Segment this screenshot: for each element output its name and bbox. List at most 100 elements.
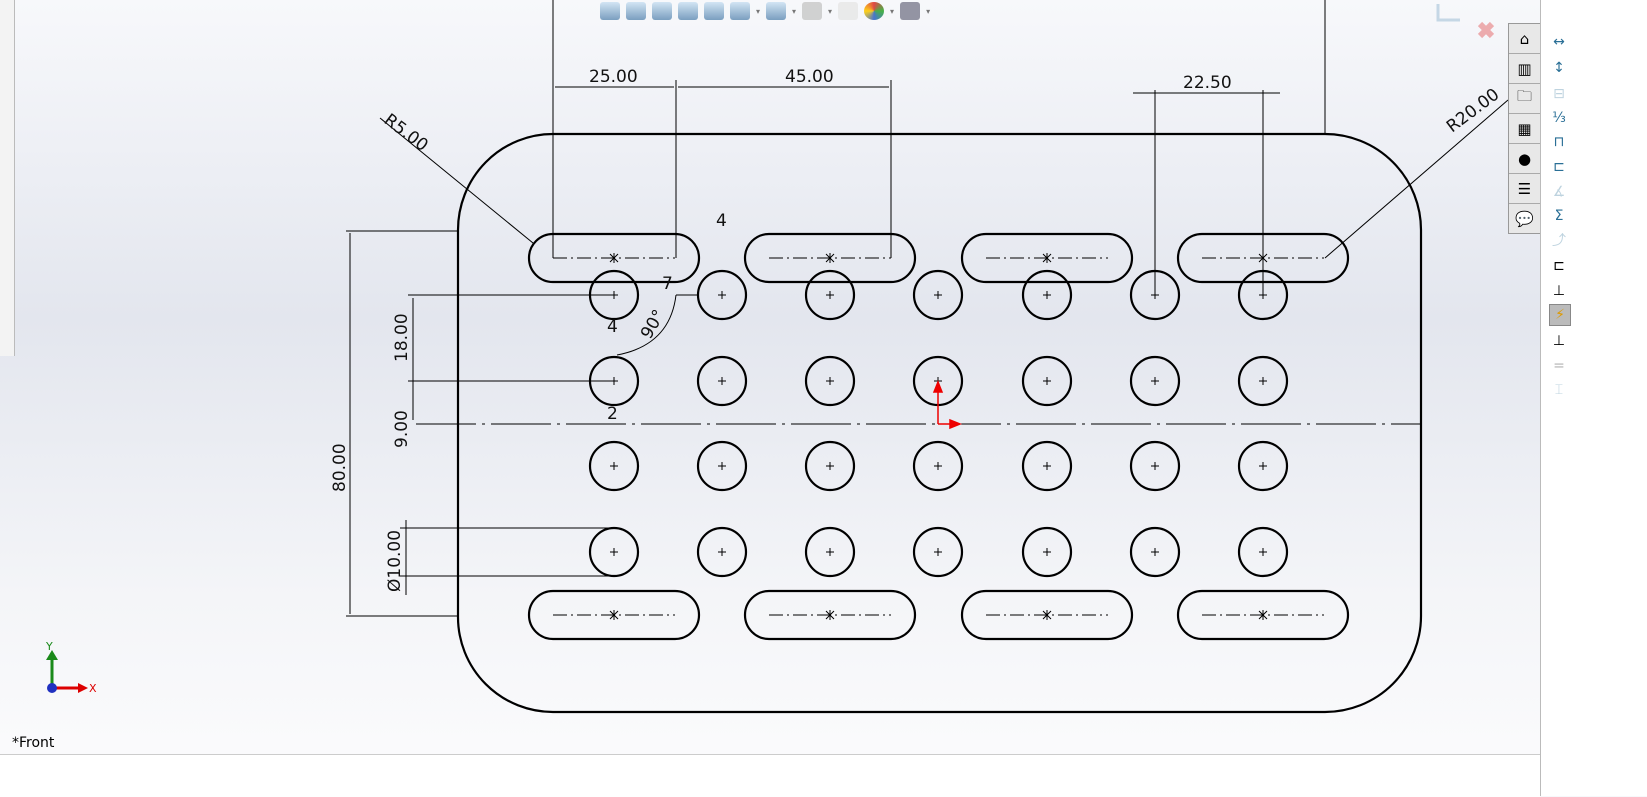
custom-properties-icon[interactable]: ☰ xyxy=(1509,174,1540,204)
dim-22-5[interactable]: 22.50 xyxy=(1183,73,1232,93)
hole-center-mark[interactable] xyxy=(718,377,726,385)
section-view-icon[interactable] xyxy=(678,2,698,20)
hole-circle[interactable] xyxy=(696,355,748,407)
hole-circle[interactable] xyxy=(804,355,856,407)
outer-rounded-rect[interactable] xyxy=(456,132,1423,714)
hole-circle[interactable] xyxy=(696,440,748,492)
slot[interactable] xyxy=(527,232,701,284)
slot-center-mark[interactable] xyxy=(609,610,619,620)
hole-center-mark[interactable] xyxy=(934,462,942,470)
vertical-dimension-icon[interactable]: ↕ xyxy=(1553,60,1565,76)
fixed-icon[interactable]: ⌶ xyxy=(1554,382,1564,398)
hole-center-mark[interactable] xyxy=(1151,462,1159,470)
hole-circle[interactable] xyxy=(1021,269,1073,321)
view-palette-icon[interactable]: ▦ xyxy=(1509,114,1540,144)
file-explorer-icon[interactable]: 🗀 xyxy=(1509,84,1540,114)
dim-45[interactable]: 45.00 xyxy=(785,67,834,87)
forum-icon[interactable]: 💬 xyxy=(1515,209,1534,228)
design-library-icon[interactable]: ▥ xyxy=(1509,54,1540,84)
slot-center-mark[interactable] xyxy=(609,253,619,263)
slot[interactable] xyxy=(1176,589,1350,641)
hole-circle[interactable] xyxy=(1237,355,1289,407)
hole-center-mark[interactable] xyxy=(1043,291,1051,299)
dim-angle[interactable]: 90° xyxy=(637,306,669,342)
slot-center-mark[interactable] xyxy=(1258,610,1268,620)
hole-circle[interactable] xyxy=(912,526,964,578)
hole-circle[interactable] xyxy=(1021,355,1073,407)
dim-80[interactable]: 80.00 xyxy=(330,443,350,492)
slot-center-mark[interactable] xyxy=(825,610,835,620)
hole-circle[interactable] xyxy=(588,440,640,492)
slot[interactable] xyxy=(743,232,917,284)
angular-ordinate-icon[interactable]: ∡ xyxy=(1552,184,1566,200)
hole-circle[interactable] xyxy=(1021,440,1073,492)
confirmation-corner[interactable] xyxy=(1436,4,1495,39)
hole-center-mark[interactable] xyxy=(1259,462,1267,470)
hole-center-mark[interactable] xyxy=(1043,462,1051,470)
display-relations-icon[interactable]: ⊥ xyxy=(1552,333,1566,349)
hole-center-mark[interactable] xyxy=(826,291,834,299)
left-panel-collapse-strip[interactable] xyxy=(0,0,15,356)
dim-r5[interactable]: R5.00 xyxy=(380,110,432,156)
hide-show-items-icon[interactable] xyxy=(802,2,823,20)
hole-circle[interactable] xyxy=(1021,526,1073,578)
hole-circle[interactable] xyxy=(696,526,748,578)
hole-circle[interactable] xyxy=(912,440,964,492)
slot-center-mark[interactable] xyxy=(1042,253,1052,263)
view-orientation-icon[interactable] xyxy=(730,2,750,20)
vertical-ordinate-icon[interactable]: ⊏ xyxy=(1553,159,1565,175)
slot[interactable] xyxy=(960,589,1134,641)
apply-scene-icon[interactable] xyxy=(864,2,885,20)
hole-center-mark[interactable] xyxy=(1151,548,1159,556)
equal-icon[interactable]: = xyxy=(1553,358,1565,374)
horizontal-ordinate-icon[interactable]: ⊓ xyxy=(1553,134,1565,150)
hole-center-mark[interactable] xyxy=(1259,548,1267,556)
dim-r20[interactable]: R20.00 xyxy=(1443,85,1503,137)
add-relation-icon[interactable]: ⊥ xyxy=(1552,283,1566,299)
sketch-canvas[interactable]: 25.00 45.00 22.50 R5.00 R20.00 18.00 9.0… xyxy=(0,0,1540,760)
hole-center-mark[interactable] xyxy=(1151,377,1159,385)
hole-circle[interactable] xyxy=(804,526,856,578)
slot[interactable] xyxy=(960,232,1134,284)
automatic-relations-icon[interactable]: ⚡ xyxy=(1549,304,1571,326)
hole-circle[interactable] xyxy=(804,269,856,321)
baseline-dimension-icon[interactable]: ⊟ xyxy=(1553,86,1565,102)
dim-diameter[interactable]: Ø10.00 xyxy=(385,530,405,592)
slot-center-mark[interactable] xyxy=(1042,610,1052,620)
hole-circle[interactable] xyxy=(804,440,856,492)
dim-9[interactable]: 9.00 xyxy=(392,410,412,448)
chamfer-dimension-icon[interactable]: ⊏ xyxy=(1553,258,1565,274)
hole-center-mark[interactable] xyxy=(610,462,618,470)
hole-center-mark[interactable] xyxy=(934,548,942,556)
appearances-icon[interactable]: ● xyxy=(1509,144,1540,174)
hole-center-mark[interactable] xyxy=(718,291,726,299)
hole-center-mark[interactable] xyxy=(826,462,834,470)
hole-center-mark[interactable] xyxy=(1043,548,1051,556)
slot[interactable] xyxy=(527,589,701,641)
smart-dimension-icon[interactable]: ↔ xyxy=(1553,34,1565,50)
hole-center-mark[interactable] xyxy=(826,377,834,385)
hole-circle[interactable] xyxy=(1129,355,1181,407)
display-style-icon[interactable] xyxy=(766,2,787,20)
slot-center-mark[interactable] xyxy=(825,253,835,263)
dim-18[interactable]: 18.00 xyxy=(392,313,412,362)
zoom-to-area-icon[interactable] xyxy=(626,2,646,20)
hole-circle[interactable] xyxy=(912,269,964,321)
dynamic-annotation-icon[interactable] xyxy=(704,2,724,20)
ordinate-dimension-icon[interactable]: ⅓ xyxy=(1552,110,1566,126)
slot[interactable] xyxy=(743,589,917,641)
equations-icon[interactable]: Σ xyxy=(1554,208,1564,224)
hole-circle[interactable] xyxy=(1129,440,1181,492)
hole-center-mark[interactable] xyxy=(1043,377,1051,385)
edit-appearance-icon[interactable] xyxy=(838,2,859,20)
hole-center-mark[interactable] xyxy=(1259,377,1267,385)
hole-circle[interactable] xyxy=(1129,526,1181,578)
view-settings-icon[interactable] xyxy=(900,2,921,20)
fully-define-icon[interactable]: ⤴ xyxy=(1552,233,1566,249)
hole-center-mark[interactable] xyxy=(610,548,618,556)
zoom-to-fit-icon[interactable] xyxy=(600,2,620,20)
home-icon[interactable]: ⌂ xyxy=(1509,24,1540,54)
hole-center-mark[interactable] xyxy=(718,462,726,470)
previous-view-icon[interactable] xyxy=(652,2,672,20)
hole-center-mark[interactable] xyxy=(718,548,726,556)
